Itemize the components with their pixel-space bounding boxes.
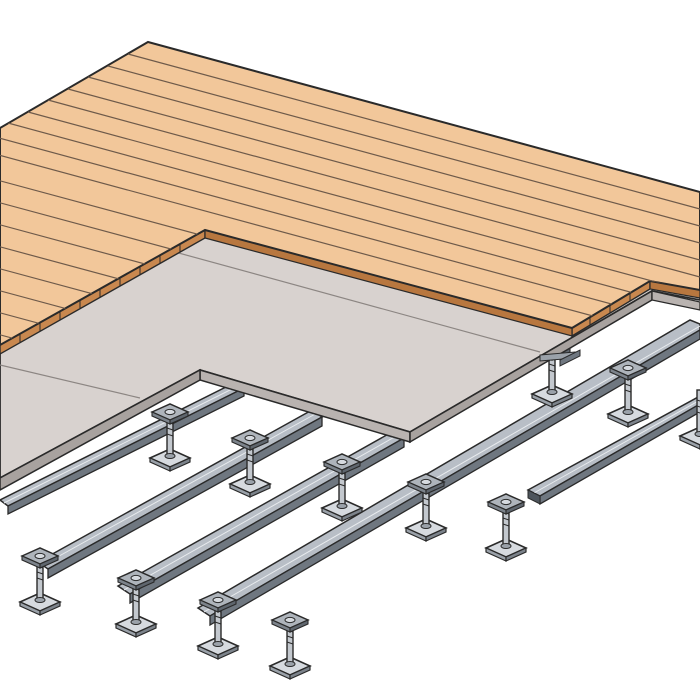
pedestal [485, 493, 527, 562]
rail [196, 319, 700, 627]
pedestal [607, 359, 649, 428]
cement-board-layer [0, 229, 700, 491]
rail [526, 395, 700, 506]
pedestal [197, 591, 239, 660]
pedestal [19, 547, 61, 616]
pedestal [269, 611, 311, 680]
pedestal [115, 569, 157, 638]
rail [116, 431, 406, 605]
